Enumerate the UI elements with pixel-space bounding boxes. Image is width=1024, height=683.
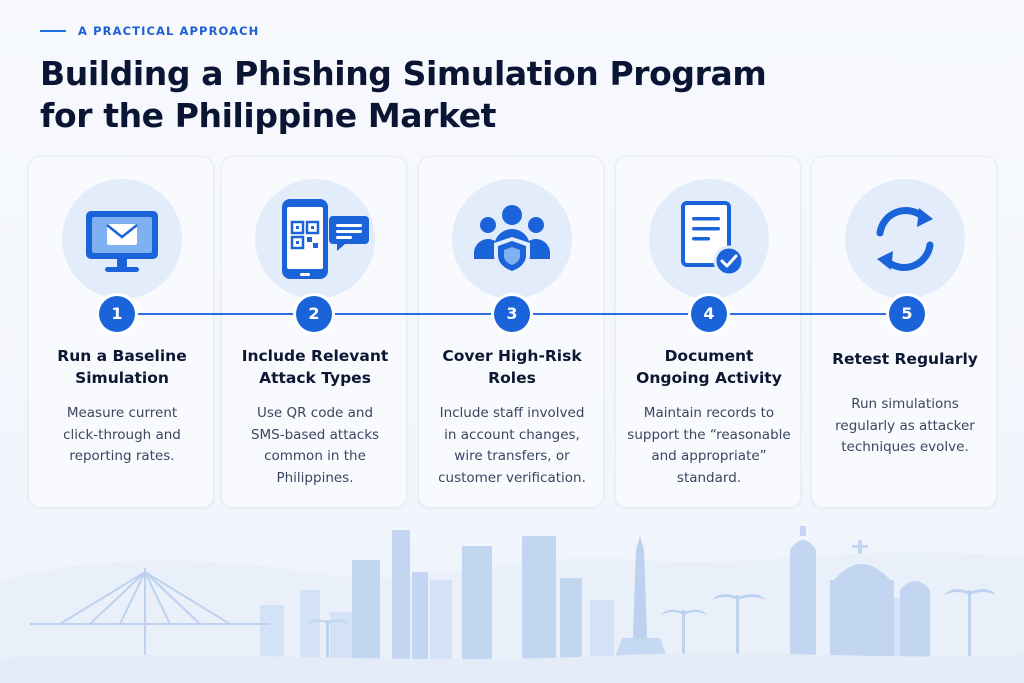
- step-2-title: Include Relevant Attack Types: [241, 347, 389, 387]
- step-1-description: Measure current click-through and report…: [63, 405, 181, 464]
- page-title-line-2: for the Philippine Market: [40, 96, 497, 135]
- monitor-email-icon: [86, 211, 158, 272]
- step-4-icon-circle: [649, 179, 769, 299]
- step-3-icon-circle: [452, 179, 572, 299]
- step-3-title: Cover High-Risk Roles: [442, 347, 582, 387]
- step-2-icon-circle: [255, 179, 375, 299]
- eyebrow-text: A PRACTICAL APPROACH: [78, 24, 260, 38]
- eyebrow-line: [40, 30, 66, 32]
- team-shield-icon: [474, 205, 550, 276]
- step-card-5: Retest Regularly Run simulations regular…: [811, 156, 997, 508]
- step-3-description: Include staff involved in account change…: [438, 405, 586, 486]
- step-5-title: Retest Regularly: [832, 350, 978, 368]
- step-badge-3: 3: [494, 296, 530, 332]
- phone-qr-sms-icon: [282, 199, 369, 279]
- step-card-1: Run a Baseline Simulation Measure curren…: [28, 156, 214, 508]
- step-5-description: Run simulations regularly as attacker te…: [835, 396, 975, 455]
- step-badge-2: 2: [296, 296, 332, 332]
- step-badge-5: 5: [889, 296, 925, 332]
- step-1-title: Run a Baseline Simulation: [57, 347, 187, 387]
- eyebrow: A PRACTICAL APPROACH: [40, 24, 259, 38]
- step-2-description: Use QR code and SMS-based attacks common…: [250, 405, 380, 486]
- refresh-cycle-icon: [876, 207, 934, 271]
- page-title-line-1: Building a Phishing Simulation Program: [40, 54, 767, 93]
- step-card-3: Cover High-Risk Roles Include staff invo…: [418, 156, 604, 508]
- step-4-title: Document Ongoing Activity: [636, 347, 782, 387]
- document-check-icon: [681, 201, 745, 277]
- page-title: Building a Phishing Simulation Program f…: [40, 53, 940, 137]
- manila-skyline-illustration: [0, 526, 1024, 683]
- step-card-2: Include Relevant Attack Types Use QR cod…: [221, 156, 407, 508]
- step-badge-4: 4: [691, 296, 727, 332]
- step-5-icon-circle: [845, 179, 965, 299]
- step-card-4: Document Ongoing Activity Maintain recor…: [615, 156, 801, 508]
- step-1-icon-circle: [62, 179, 182, 299]
- step-4-description: Maintain records to support the “reasona…: [627, 405, 791, 486]
- step-badge-1: 1: [99, 296, 135, 332]
